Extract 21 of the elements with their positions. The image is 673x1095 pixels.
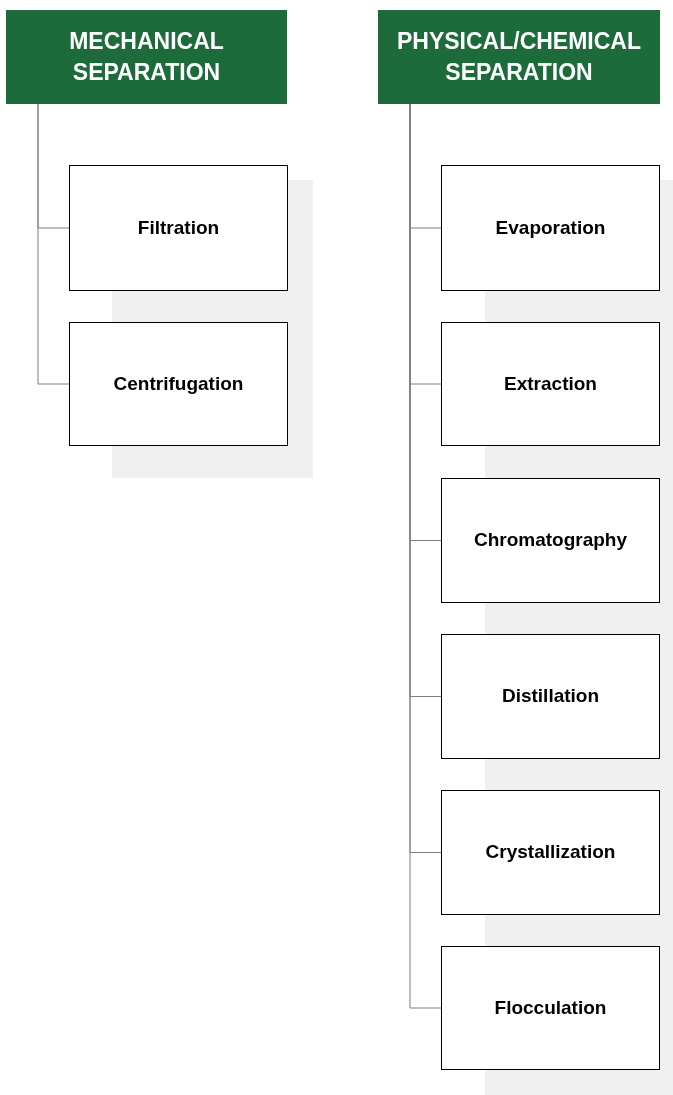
method-box xyxy=(441,790,660,915)
connector-line xyxy=(37,103,70,385)
category-header xyxy=(378,10,660,104)
method-label: Evaporation xyxy=(495,215,606,240)
method-label: Filtration xyxy=(137,215,220,240)
method-label: Centrifugation xyxy=(113,371,244,396)
method-box xyxy=(441,634,660,759)
method-label: Chromatography xyxy=(473,528,628,553)
method-label: Extraction xyxy=(504,371,597,396)
method-box xyxy=(441,478,660,603)
method-label: Distillation xyxy=(501,684,600,709)
method-box xyxy=(69,165,288,291)
category-header xyxy=(6,10,287,104)
category-title: MECHANICAL SEPARATION xyxy=(68,27,225,87)
method-box xyxy=(441,322,660,446)
method-label: Flocculation xyxy=(494,995,607,1020)
method-box xyxy=(441,946,660,1070)
category-title: PHYSICAL/CHEMICAL SEPARATION xyxy=(395,27,643,87)
method-label: Crystallization xyxy=(485,840,616,865)
method-box xyxy=(69,322,288,446)
method-box xyxy=(441,165,660,291)
